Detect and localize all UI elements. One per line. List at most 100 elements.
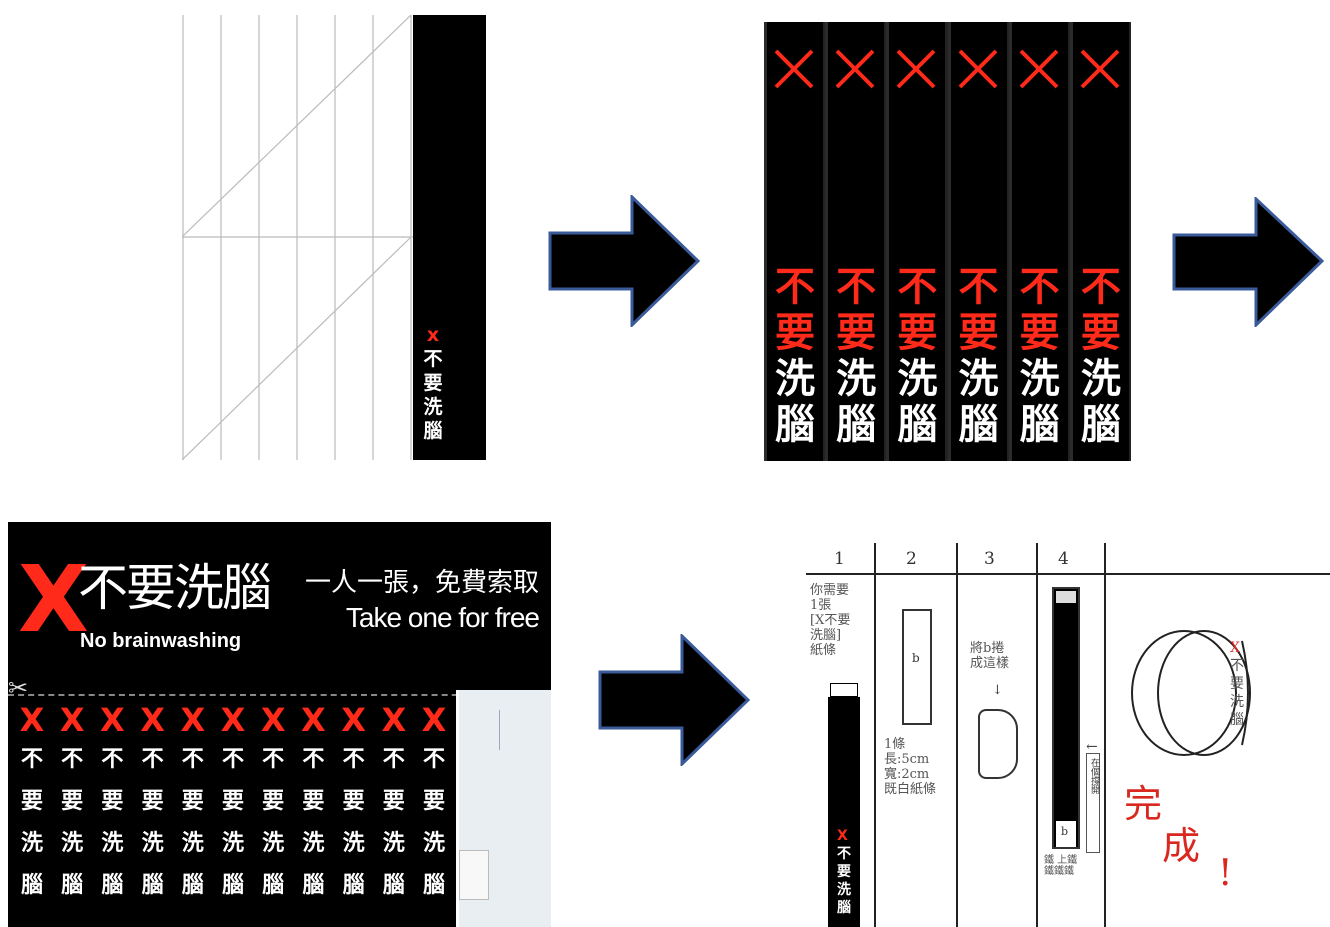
strip-char: 洗 <box>889 358 945 400</box>
strip-char: 要 <box>828 312 884 354</box>
column-char: 腦 <box>222 864 244 906</box>
column-char: 腦 <box>61 864 83 906</box>
strip-char: 不 <box>1073 266 1129 308</box>
x-mark-icon: X <box>140 702 165 738</box>
step-number: 2 <box>906 549 917 569</box>
strip-char: 腦 <box>951 404 1007 446</box>
column-char: 腦 <box>21 864 43 906</box>
column-char: 洗 <box>302 822 324 864</box>
column-char: 洗 <box>423 822 445 864</box>
step-number: 1 <box>834 549 845 569</box>
strip-char: 不 <box>828 266 884 308</box>
right-arrow-icon <box>548 195 702 327</box>
column-char: 腦 <box>343 864 365 906</box>
strip-char: 洗 <box>767 358 823 400</box>
x-mark-icon: X <box>221 702 246 738</box>
x-mark-icon: X <box>301 702 326 738</box>
column-char: 不 <box>222 738 244 780</box>
step4-bottom-note: 鐵 上鐵 鐵鐵鐵 <box>1044 855 1077 877</box>
tear-off-column: X不要洗腦 <box>376 702 412 927</box>
x-mark-icon <box>772 47 816 91</box>
strip-char: 不 <box>423 347 442 371</box>
x-mark-icon: X <box>381 702 406 738</box>
column-char: 腦 <box>383 864 405 906</box>
strip-char: 要 <box>423 371 442 395</box>
free-note-zh: 一人一張，免費索取 <box>305 562 539 599</box>
column-char: 不 <box>262 738 284 780</box>
column-char: 洗 <box>21 822 43 864</box>
column-char: 不 <box>343 738 365 780</box>
torn-sketch-lines <box>499 710 511 750</box>
flyer-sheet: X 不要洗腦 No brainwashing 一人一張，免費索取 Take on… <box>8 522 551 927</box>
strip-cap <box>830 683 858 697</box>
x-mark-icon: X <box>60 702 85 738</box>
strip: 不要洗腦 <box>886 22 945 461</box>
free-note-en: Take one for free <box>346 602 539 634</box>
column-char: 不 <box>383 738 405 780</box>
strip-char: 不 <box>951 266 1007 308</box>
band-text: X 不 要 洗 腦 <box>1230 639 1244 729</box>
step4-slot: 在個撐開 <box>1086 753 1100 853</box>
strip: 不要洗腦 <box>825 22 884 461</box>
strip-char: 腦 <box>889 404 945 446</box>
step4-b-tab: b <box>1056 821 1076 847</box>
step3-curled-strip <box>978 709 1018 779</box>
column-char: 腦 <box>302 864 324 906</box>
x-mark-icon: X <box>261 702 286 738</box>
step3-note: 將b捲 成這樣 <box>970 641 1009 671</box>
strip-char: 要 <box>767 312 823 354</box>
column-char: 腦 <box>423 864 445 906</box>
strip-char: 洗 <box>423 395 442 419</box>
strip-char: 洗 <box>828 358 884 400</box>
tear-off-column: X不要洗腦 <box>255 702 291 927</box>
column-char: 要 <box>343 780 365 822</box>
tear-off-column: X不要洗腦 <box>54 702 90 927</box>
column-char: 不 <box>142 738 164 780</box>
column-char: 要 <box>182 780 204 822</box>
template-panel: x 不 要 洗 腦 <box>182 15 486 460</box>
strip-char: 不 <box>767 266 823 308</box>
x-mark-icon <box>894 47 938 91</box>
header-rule <box>806 573 1330 575</box>
step1-strip-text: X 不 要 洗 腦 <box>837 827 851 917</box>
column-char: 不 <box>182 738 204 780</box>
flyer-title-en: No brainwashing <box>80 630 241 653</box>
flyer-title-zh: 不要洗腦 <box>78 558 270 618</box>
torn-paper-edge <box>456 690 551 927</box>
step1-note: 你需要 1張 [X不要 洗腦] 紙條 <box>810 583 850 658</box>
right-arrow-icon <box>598 634 752 766</box>
strip: 不要洗腦 <box>948 22 1007 461</box>
column-char: 腦 <box>101 864 123 906</box>
column-char: 洗 <box>222 822 244 864</box>
six-strips-panel: 不要洗腦不要洗腦不要洗腦不要洗腦不要洗腦不要洗腦 <box>764 22 1131 461</box>
scissors-icon: ✂ <box>8 674 28 702</box>
x-mark-icon <box>956 47 1000 91</box>
strip: 不要洗腦 <box>1070 22 1129 461</box>
x-mark-icon <box>833 47 877 91</box>
x-mark-icon <box>1017 47 1061 91</box>
column-char: 要 <box>142 780 164 822</box>
column-char: 要 <box>21 780 43 822</box>
tear-off-column: X不要洗腦 <box>215 702 251 927</box>
column-rule <box>956 543 958 927</box>
column-char: 要 <box>101 780 123 822</box>
strip-char: 要 <box>1012 312 1068 354</box>
step4-top-tab <box>1056 591 1076 603</box>
x-mark-icon: X <box>341 702 366 738</box>
x-mark-icon <box>1078 47 1122 91</box>
column-rule <box>1036 543 1038 927</box>
column-char: 不 <box>302 738 324 780</box>
step2-paper-strip: b <box>902 609 932 725</box>
x-mark-icon: X <box>180 702 205 738</box>
x-mark-icon: X <box>20 702 45 738</box>
strip-char: 洗 <box>951 358 1007 400</box>
done-char: 成 <box>1162 815 1200 870</box>
column-char: 洗 <box>182 822 204 864</box>
column-char: 洗 <box>343 822 365 864</box>
strip-char: 腦 <box>423 419 442 443</box>
tear-off-column: X不要洗腦 <box>295 702 331 927</box>
